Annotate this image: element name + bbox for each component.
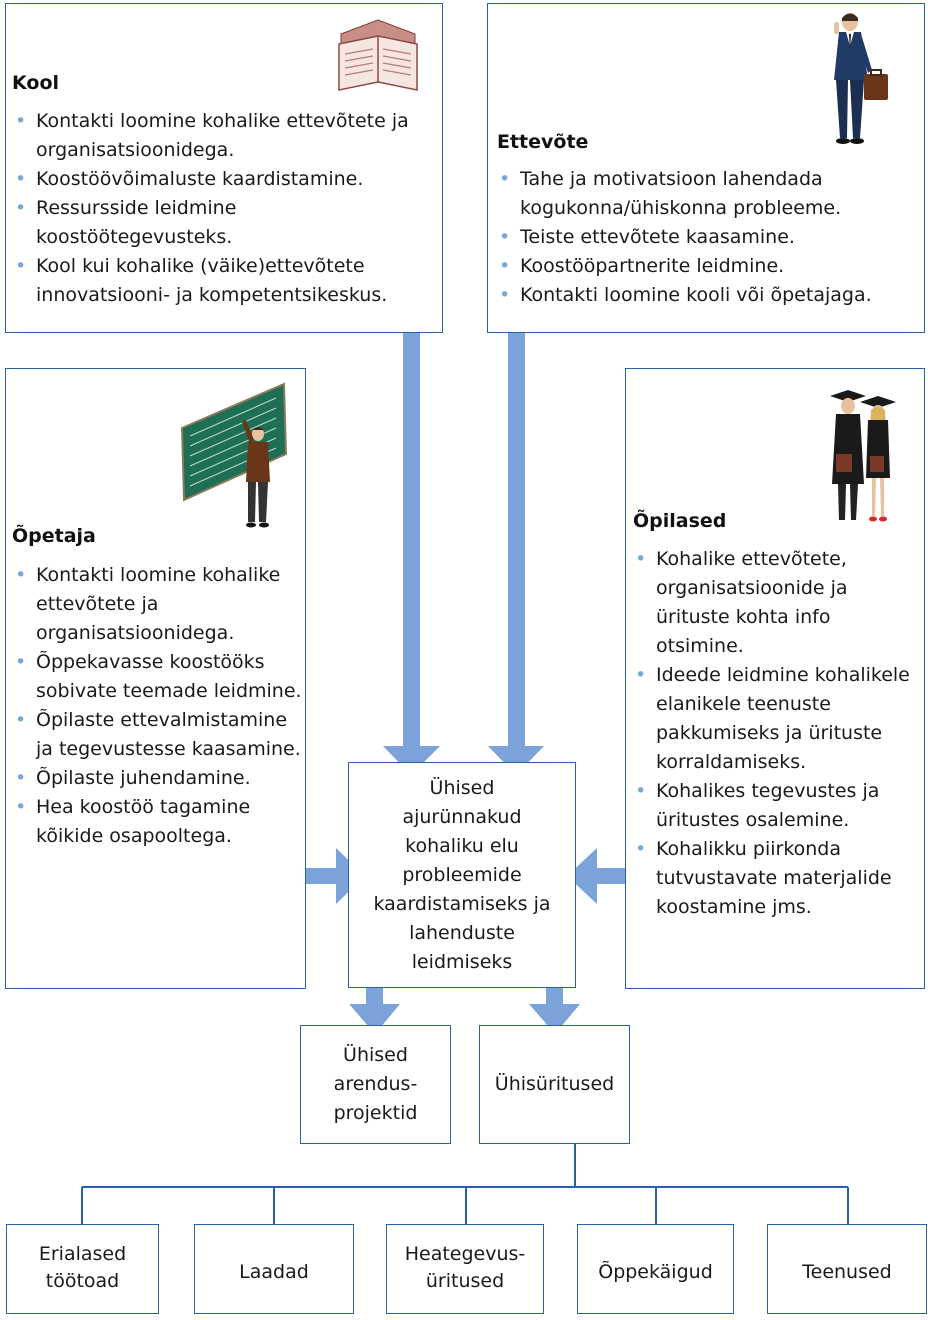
- uritused-text: Ühisüritused: [494, 1073, 615, 1095]
- list-item: Koostöövõimaluste kaardistamine.: [12, 165, 437, 194]
- list-item: Õpilaste juhendamine.: [12, 764, 302, 793]
- list-item: Õpilaste ettevalmistamine ja tegevustess…: [12, 706, 302, 764]
- list-item: Kontakti loomine kooli või õpetajaga.: [496, 281, 916, 310]
- event-box: [6, 1224, 159, 1314]
- list-item: Õppekavasse koostööks sobivate teemade l…: [12, 648, 302, 706]
- list-item: Kontakti loomine kohalike ettevõtete ja …: [12, 107, 437, 165]
- event-box: [194, 1224, 354, 1314]
- businessman-icon: [834, 13, 888, 144]
- open-book-icon: [338, 19, 418, 91]
- event-text: Teenused: [802, 1260, 892, 1283]
- arrow-opilased-to-center: [567, 848, 625, 904]
- list-item: Kohalike ettevõtete, organisatsioonide j…: [632, 545, 916, 661]
- event-box: [767, 1224, 927, 1314]
- arrow-ettevote-to-center: [488, 333, 544, 775]
- event-text: Laadad: [239, 1260, 309, 1283]
- center-box: [348, 762, 576, 988]
- projektid-box: [300, 1025, 451, 1144]
- event-text: Õppekäigud: [598, 1260, 713, 1283]
- ettevote-list: Tahe ja motivatsioon lahendada kogukonna…: [496, 165, 916, 310]
- opilased-title: Õpilased: [633, 510, 727, 532]
- kool-title: Kool: [12, 72, 60, 94]
- list-item: Kohalikes tegevustes ja üritustes osalem…: [632, 777, 916, 835]
- kool-list: Kontakti loomine kohalike ettevõtete ja …: [12, 107, 437, 310]
- list-item: Hea koostöö tagamine kõikide osapooltega…: [12, 793, 302, 851]
- list-item: Kontakti loomine kohalike ettevõtete ja …: [12, 561, 302, 648]
- list-item: Koostööpartnerite leidmine.: [496, 252, 916, 281]
- projektid-text: Ühised arendus-projektid: [333, 1044, 418, 1124]
- graduates-icon: [830, 390, 896, 522]
- list-item: Ideede leidmine kohalikele elanikele tee…: [632, 661, 916, 777]
- tree-lines: [81, 1144, 849, 1224]
- event-box: [386, 1224, 544, 1314]
- arrow-center-to-projektid: [349, 988, 400, 1034]
- arrow-center-to-uritused: [529, 988, 580, 1034]
- list-item: Kohalikku piirkonda tutvustavate materja…: [632, 835, 916, 922]
- list-item: Teiste ettevõtete kaasamine.: [496, 223, 916, 252]
- list-item: Kool kui kohalike (väike)ettevõtete inno…: [12, 252, 437, 310]
- list-item: Tahe ja motivatsioon lahendada kogukonna…: [496, 165, 916, 223]
- event-text: Heategevus-üritused: [404, 1243, 526, 1292]
- opetaja-list: Kontakti loomine kohalike ettevõtete ja …: [12, 561, 302, 851]
- event-text: Erialased töötoad: [38, 1243, 127, 1292]
- teacher-at-blackboard-icon: [180, 382, 288, 528]
- event-box: [577, 1224, 734, 1314]
- opilased-list: Kohalike ettevõtete, organisatsioonide j…: [632, 545, 916, 922]
- arrow-kool-to-center: [383, 333, 440, 775]
- list-item: Ressursside leidmine koostöötegevusteks.: [12, 194, 437, 252]
- opetaja-title: Õpetaja: [12, 525, 96, 547]
- uritused-box: [479, 1025, 630, 1144]
- ettevote-title: Ettevõte: [497, 131, 589, 153]
- center-text: Ühised ajurünnakud kohaliku elu probleem…: [373, 776, 551, 973]
